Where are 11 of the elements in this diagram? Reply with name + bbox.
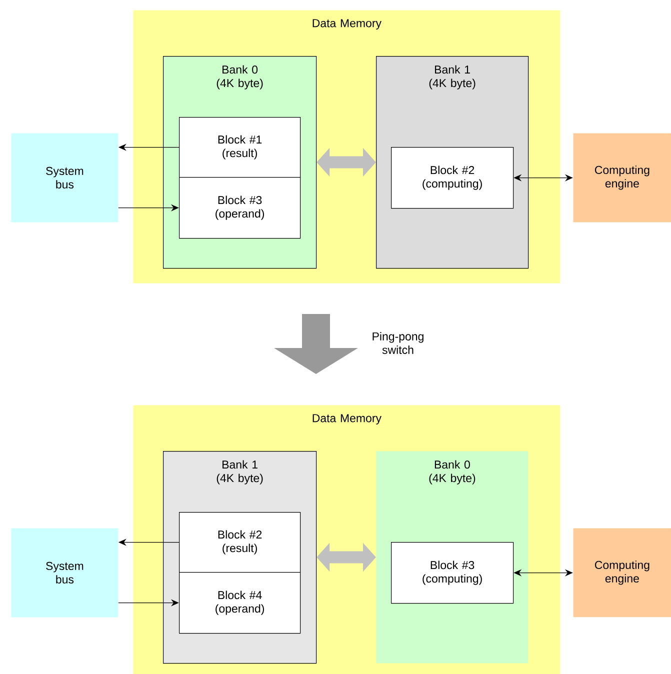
unit-box: Computing engine	[573, 528, 671, 618]
block-box: Block #4 (operand)	[179, 572, 301, 634]
block-box: Block #3 (operand)	[179, 177, 301, 239]
switch-label: Ping-pong switch	[372, 332, 424, 354]
block-box: Block #3 (computing)	[391, 542, 514, 604]
block-box: Block #1 (result)	[179, 117, 301, 178]
block-box: Block #2 (computing)	[391, 147, 514, 209]
unit-box: Computing engine	[573, 133, 671, 222]
unit-box: System bus	[11, 528, 118, 618]
unit-box: System bus	[11, 133, 118, 222]
block-box: Block #2 (result)	[179, 512, 301, 573]
